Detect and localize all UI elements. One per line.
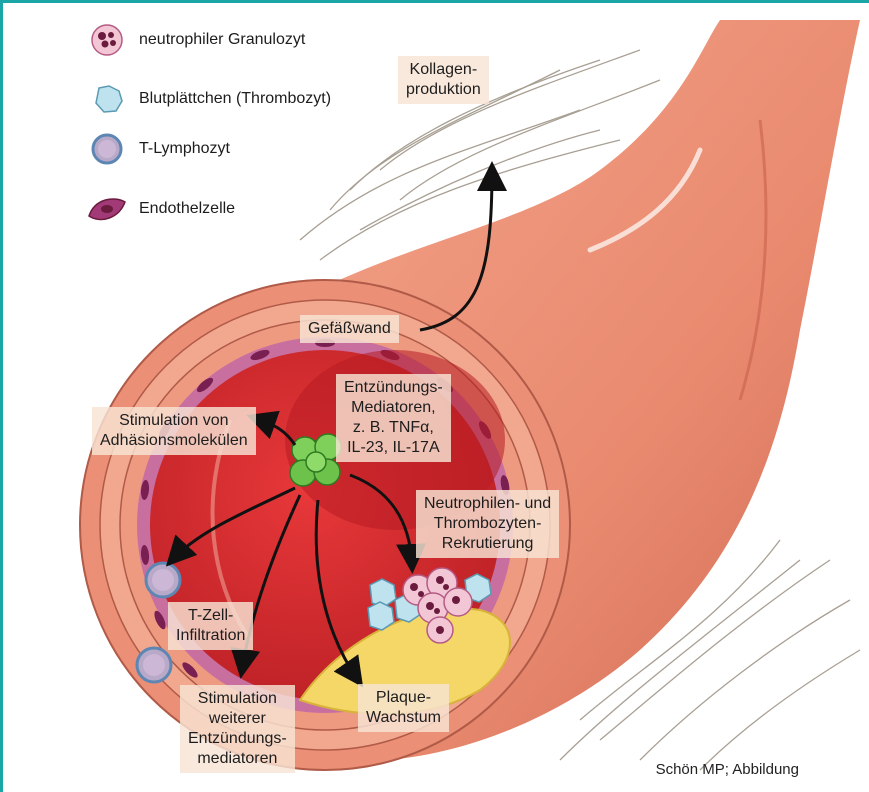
legend-label-platelet: Blutplättchen (Thrombozyt)	[139, 90, 331, 108]
platelet-icon	[85, 82, 129, 116]
label-plaque-line1: Plaque-	[366, 688, 441, 708]
label-tzell: T-Zell- Infiltration	[168, 602, 253, 650]
label-gefaesswand-line1: Gefäßwand	[308, 319, 391, 339]
label-adhaesion-line1: Stimulation von	[100, 411, 248, 431]
legend-item-platelet: Blutplättchen (Thrombozyt)	[85, 82, 331, 116]
label-tzell-line2: Infiltration	[176, 626, 245, 646]
legend-label-endothelial: Endothelzelle	[139, 200, 235, 218]
label-rekrutierung: Neutrophilen- und Thrombozyten- Rekrutie…	[416, 490, 559, 558]
label-kollagen: Kollagen- produktion	[398, 56, 489, 104]
label-rekrutierung-line3: Rekrutierung	[424, 534, 551, 554]
label-plaque: Plaque- Wachstum	[358, 684, 449, 732]
label-plaque-line2: Wachstum	[366, 708, 441, 728]
label-stimulation-line1: Stimulation	[188, 689, 287, 709]
label-stimulation: Stimulation weiterer Entzündungs- mediat…	[180, 685, 295, 773]
t-lymphocyte-icon	[85, 132, 129, 166]
label-mediatoren-line1: Entzündungs-	[344, 378, 443, 398]
legend-label-neutrophil: neutrophiler Granulozyt	[139, 31, 305, 49]
label-tzell-line1: T-Zell-	[176, 606, 245, 626]
legend-item-t-lymphocyte: T-Lymphozyt	[85, 132, 230, 166]
image-credit: Schön MP; Abbildung	[656, 761, 799, 778]
label-stimulation-line4: mediatoren	[188, 749, 287, 769]
legend-label-t-lymphocyte: T-Lymphozyt	[139, 140, 230, 158]
label-mediatoren: Entzündungs- Mediatoren, z. B. TNFα, IL-…	[336, 374, 451, 462]
label-adhaesion: Stimulation von Adhäsionsmolekülen	[92, 407, 256, 455]
legend-item-endothelial: Endothelzelle	[85, 192, 235, 226]
label-stimulation-line3: Entzündungs-	[188, 729, 287, 749]
neutrophil-icon	[85, 23, 129, 57]
inflammatory-cell-cluster	[290, 434, 341, 486]
legend-item-neutrophil: neutrophiler Granulozyt	[85, 23, 305, 57]
label-rekrutierung-line1: Neutrophilen- und	[424, 494, 551, 514]
label-mediatoren-line4: IL-23, IL-17A	[344, 438, 443, 458]
endothelial-cell-icon	[85, 192, 129, 226]
label-adhaesion-line2: Adhäsionsmolekülen	[100, 431, 248, 451]
label-kollagen-line2: produktion	[406, 80, 481, 100]
label-stimulation-line2: weiterer	[188, 709, 287, 729]
label-mediatoren-line2: Mediatoren,	[344, 398, 443, 418]
label-mediatoren-line3: z. B. TNFα,	[344, 418, 443, 438]
label-kollagen-line1: Kollagen-	[406, 60, 481, 80]
label-rekrutierung-line2: Thrombozyten-	[424, 514, 551, 534]
label-gefaesswand: Gefäßwand	[300, 315, 399, 343]
